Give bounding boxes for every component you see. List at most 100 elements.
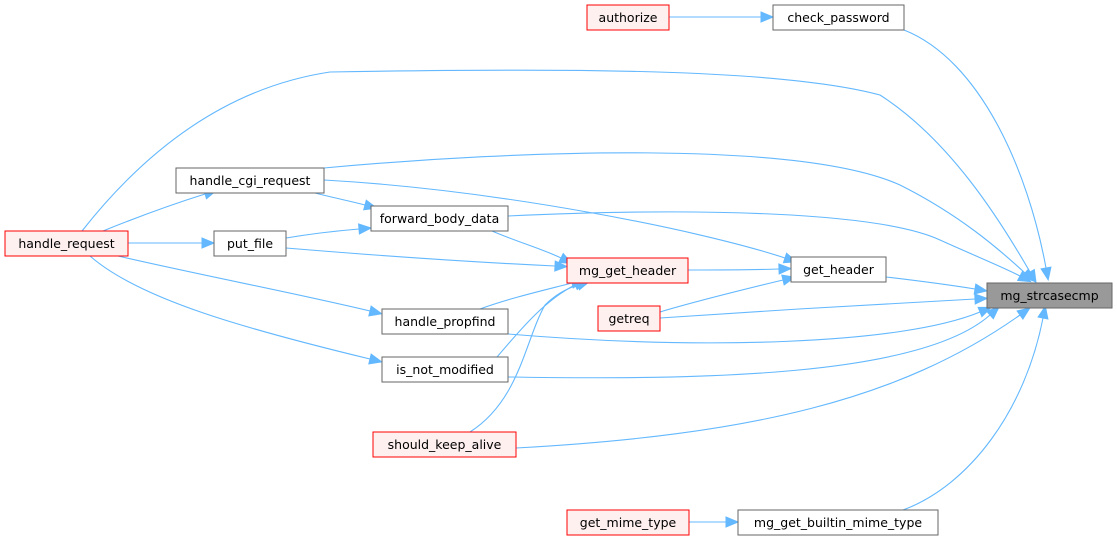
- node-box: [381, 308, 509, 335]
- edge-mg_get_header-to-get_header: [687, 263, 793, 275]
- edge-handle_request-to-put_file: [128, 237, 216, 249]
- node-handle-request[interactable]: handle_request: [4, 230, 129, 257]
- edge-handle_request-to-handle_cgi_request: [102, 188, 218, 232]
- edge-line: [323, 179, 786, 259]
- edge-arrowhead: [1016, 307, 1031, 320]
- node-box: [213, 230, 287, 257]
- edge-arrowhead: [358, 223, 373, 235]
- edge-line: [507, 211, 1021, 277]
- edge-line: [491, 230, 562, 259]
- edge-put_file-to-forward_body_data: [285, 223, 373, 239]
- node-getreq[interactable]: getreq: [597, 305, 661, 332]
- edge-arrowhead: [368, 353, 383, 365]
- edge-line: [507, 314, 991, 379]
- edge-forward_body_data-to-mg_get_header: [491, 230, 573, 264]
- edge-put_file-to-mg_get_header: [285, 247, 569, 272]
- node-get-header[interactable]: get_header: [790, 256, 887, 283]
- edge-arrowhead: [201, 237, 216, 249]
- node-label: get_mime_type: [580, 515, 677, 530]
- edge-handle_propfind-to-mg_strcasecmp: [507, 306, 993, 344]
- node-box: [772, 4, 905, 31]
- edge-arrowhead: [368, 305, 383, 317]
- node-label: check_password: [787, 10, 889, 25]
- edge-getreq-to-mg_strcasecmp: [659, 293, 989, 319]
- node-label: getreq: [608, 311, 649, 326]
- node-label: mg_get_builtin_mime_type: [754, 515, 922, 530]
- edge-arrowhead: [778, 263, 793, 275]
- node-label: is_not_modified: [396, 362, 494, 377]
- edge-is_not_modified-to-mg_strcasecmp: [507, 306, 1000, 379]
- edge-line: [323, 152, 1026, 274]
- edge-line: [507, 311, 981, 344]
- node-box: [790, 256, 887, 283]
- edge-line: [314, 192, 366, 206]
- node-authorize[interactable]: authorize: [586, 4, 670, 31]
- edge-arrowhead: [973, 283, 989, 295]
- edge-line: [515, 314, 1021, 449]
- edge-arrowhead: [985, 306, 1000, 320]
- edge-handle_request-to-is_not_modified: [89, 255, 383, 365]
- node-put-file[interactable]: put_file: [213, 230, 287, 257]
- node-is-not-modified[interactable]: is_not_modified: [381, 356, 509, 383]
- edge-arrowhead: [725, 516, 740, 528]
- edge-arrowhead: [1040, 266, 1052, 282]
- node-layer: mg_strcasecmp check_password authorize hand…: [4, 4, 1113, 536]
- edge-line: [285, 228, 360, 239]
- edge-arrowhead: [1016, 270, 1032, 283]
- node-check-password[interactable]: check_password: [772, 4, 905, 31]
- edge-line: [687, 268, 780, 271]
- node-get-mime-type[interactable]: get_mime_type: [566, 509, 690, 536]
- node-box: [986, 282, 1113, 309]
- node-box: [381, 356, 509, 383]
- node-mg-get-header[interactable]: mg_get_header: [566, 257, 689, 284]
- node-box: [372, 431, 517, 458]
- node-label: get_header: [803, 262, 875, 277]
- edge-line: [659, 279, 784, 313]
- edge-mg_get_builtin_mime_type-to-mg_strcasecmp: [902, 304, 1049, 511]
- node-label: mg_get_header: [579, 263, 677, 278]
- node-handle-cgi-request[interactable]: handle_cgi_request: [175, 167, 325, 194]
- edge-handle_cgi_request-to-forward_body_data: [314, 192, 378, 211]
- node-box: [737, 509, 939, 536]
- node-label: authorize: [599, 10, 658, 25]
- edge-arrowhead: [1037, 304, 1049, 320]
- node-box: [370, 205, 509, 232]
- edge-forward_body_data-to-mg_strcasecmp: [507, 211, 1032, 283]
- node-label: mg_strcasecmp: [1000, 288, 1098, 303]
- node-box: [566, 257, 689, 284]
- edge-line: [496, 284, 576, 358]
- edge-handle_request-to-handle_propfind: [117, 255, 383, 317]
- edge-line: [117, 255, 371, 312]
- node-box: [586, 4, 670, 31]
- edge-get_header-to-mg_strcasecmp: [885, 276, 989, 295]
- edge-line: [885, 276, 976, 290]
- edge-line: [903, 29, 1047, 269]
- node-should-keep-alive[interactable]: should_keep_alive: [372, 431, 517, 458]
- edge-check_password-to-mg_strcasecmp: [903, 29, 1052, 282]
- node-label: handle_propfind: [395, 314, 496, 329]
- node-handle-propfind[interactable]: handle_propfind: [381, 308, 509, 335]
- edge-arrowhead: [760, 11, 775, 23]
- edge-should_keep_alive-to-mg_get_header: [469, 279, 591, 433]
- edge-line: [81, 69, 1031, 273]
- node-forward-body-data[interactable]: forward_body_data: [370, 205, 509, 232]
- node-label: should_keep_alive: [388, 437, 502, 452]
- edge-arrowhead: [974, 293, 989, 305]
- edge-line: [479, 282, 573, 310]
- edge-line: [89, 255, 371, 360]
- edge-line: [659, 298, 976, 319]
- edge-line: [902, 317, 1044, 511]
- edge-line: [285, 247, 556, 267]
- edge-line: [102, 193, 206, 232]
- edge-get_mime_type-to-mg_get_builtin_mime_type: [689, 516, 740, 528]
- node-box: [566, 509, 690, 536]
- edge-layer: [81, 11, 1052, 528]
- node-mg-strcasecmp[interactable]: mg_strcasecmp: [986, 282, 1113, 309]
- node-label: handle_cgi_request: [190, 173, 311, 188]
- edge-arrowhead: [554, 260, 569, 272]
- node-box: [175, 167, 325, 194]
- node-box: [4, 230, 129, 257]
- node-mg-get-builtin-mime-type[interactable]: mg_get_builtin_mime_type: [737, 509, 939, 536]
- edge-should_keep_alive-to-mg_strcasecmp: [515, 307, 1031, 449]
